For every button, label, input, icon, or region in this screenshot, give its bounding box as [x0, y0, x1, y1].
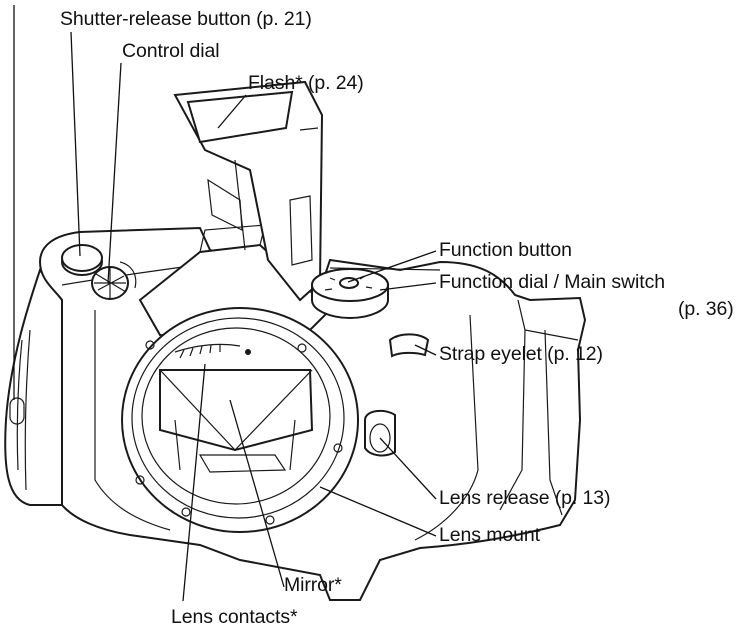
- strap-eyelet-shape: [388, 333, 430, 358]
- label-lens-contacts: Lens contacts*: [171, 606, 298, 628]
- camera-grip: [4, 267, 63, 506]
- leader-control-dial: [107, 62, 122, 284]
- leader-function-button: [347, 250, 437, 283]
- label-flash: Flash* (p. 24): [248, 72, 364, 94]
- lens-release-shape: [364, 409, 396, 457]
- leader-flash: [217, 94, 247, 129]
- leader-lens-release: [379, 437, 437, 500]
- grip-button: [9, 397, 25, 425]
- leader-lens-mount: [319, 486, 437, 537]
- label-control-dial: Control dial: [122, 40, 220, 62]
- control-dial-shape: [91, 261, 137, 300]
- label-function-dial-main-switch: Function dial / Main switch: [439, 271, 665, 293]
- flash-unit: [173, 80, 324, 302]
- leader-lens-contacts: [182, 363, 206, 602]
- label-shutter-release: Shutter-release button (p. 21): [60, 8, 312, 30]
- leader-strap-eyelet: [414, 344, 437, 356]
- shutter-release-button-shape: [61, 244, 103, 276]
- label-lens-release: Lens release (p. 13): [439, 487, 611, 509]
- label-mirror: Mirror*: [284, 574, 342, 596]
- leader-shutter-release: [70, 31, 81, 257]
- leader-function-dial: [379, 282, 437, 291]
- function-dial-shape: [311, 268, 389, 320]
- mirror-shape: [159, 369, 314, 473]
- label-function-dial-page: (p. 36): [678, 298, 734, 320]
- label-lens-mount: Lens mount: [439, 524, 540, 546]
- label-strap-eyelet: Strap eyelet (p. 12): [439, 343, 603, 365]
- label-function-button: Function button: [439, 239, 572, 261]
- leader-lines: [13, 5, 437, 602]
- leader-mirror: [229, 399, 285, 588]
